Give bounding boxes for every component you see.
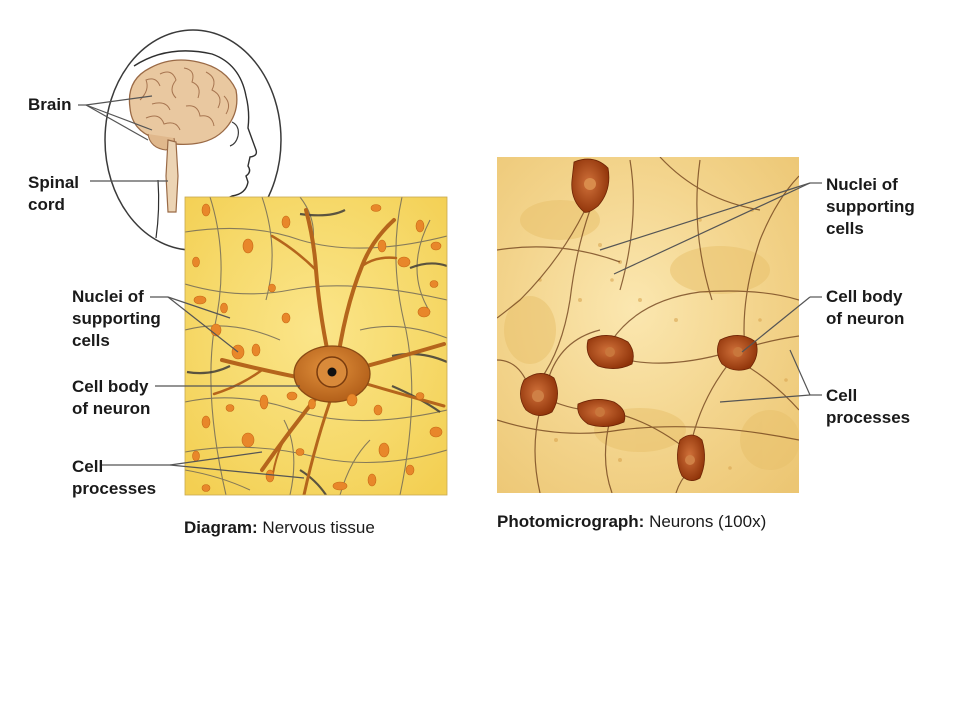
diagram-neuron <box>212 208 446 495</box>
photo-neuron-nucleus <box>733 347 743 357</box>
neck-back-line <box>155 179 160 239</box>
head-profile <box>133 50 258 233</box>
photo-neurons <box>520 158 758 481</box>
label-photo-cell-body: Cell body of neuron <box>826 287 905 328</box>
diagram-frame <box>184 196 448 496</box>
diagram-panel <box>185 197 447 495</box>
photo-neuron-nucleus <box>595 407 605 417</box>
ear-icon <box>229 121 239 147</box>
photo-neuron-nucleus <box>685 455 695 465</box>
head-inset <box>104 29 282 251</box>
neuron-nucleolus <box>327 367 337 377</box>
brain-gyri <box>139 67 230 131</box>
brain-illustration <box>128 59 238 146</box>
label-photo-processes: Cell processes <box>826 386 911 427</box>
caption-photo-text: Neurons (100x) <box>644 512 767 531</box>
label-spinal-cord: Spinal cord <box>28 173 80 214</box>
caption-diagram: Diagram: Nervous tissue <box>184 518 375 538</box>
caption-diagram-bold: Diagram: <box>184 518 258 537</box>
supporting-cell-nuclei <box>192 203 443 492</box>
label-diagram-processes: Cell processes <box>72 457 157 498</box>
spinal-cord-illustration <box>165 139 179 213</box>
leader-lines <box>78 95 822 479</box>
photo-neuron-nucleus <box>584 178 596 190</box>
label-brain: Brain <box>28 95 72 114</box>
photo-fibers <box>497 157 799 493</box>
caption-photomicrograph: Photomicrograph: Neurons (100x) <box>497 512 766 532</box>
label-diagram-cell-body: Cell body of neuron <box>72 377 151 418</box>
photomicrograph-panel <box>497 157 799 493</box>
label-diagram-nuclei: Nuclei of supporting cells <box>72 287 161 350</box>
photo-mottling <box>504 200 799 470</box>
photo-neuron-nucleus <box>532 390 544 402</box>
caption-diagram-text: Nervous tissue <box>257 518 375 537</box>
diagram-fibers <box>185 197 447 495</box>
caption-photo-bold: Photomicrograph: <box>497 512 645 531</box>
photo-neuron-nucleus <box>605 347 615 357</box>
label-photo-nuclei: Nuclei of supporting cells <box>826 175 915 238</box>
